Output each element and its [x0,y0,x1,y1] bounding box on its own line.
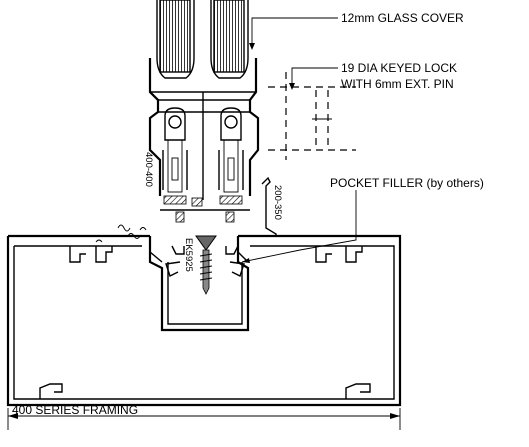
seal-squiggles [95,224,147,243]
width-dimension [7,408,401,430]
label-lock-line1: 19 DIA KEYED LOCK [341,61,457,75]
label-lock-line2: WITH 6mm EXT. PIN [341,77,454,91]
keyed-lock-outline [268,72,356,160]
label-pocket-filler: POCKET FILLER (by others) [330,176,484,190]
glass-pane-right [210,0,249,79]
framing-section [6,234,402,407]
label-glass-cover: 12mm GLASS COVER [341,11,464,25]
glazing-extrusion [148,58,260,223]
leader-lines [241,17,357,263]
glass-pane-left [156,0,195,79]
fixing-screw [195,235,217,295]
part-code: EK5925 [183,238,194,272]
dim-400-400: 400-400 [143,152,154,187]
label-framing: 400 SERIES FRAMING [12,403,138,417]
dim-200-350: 200-350 [272,185,283,220]
